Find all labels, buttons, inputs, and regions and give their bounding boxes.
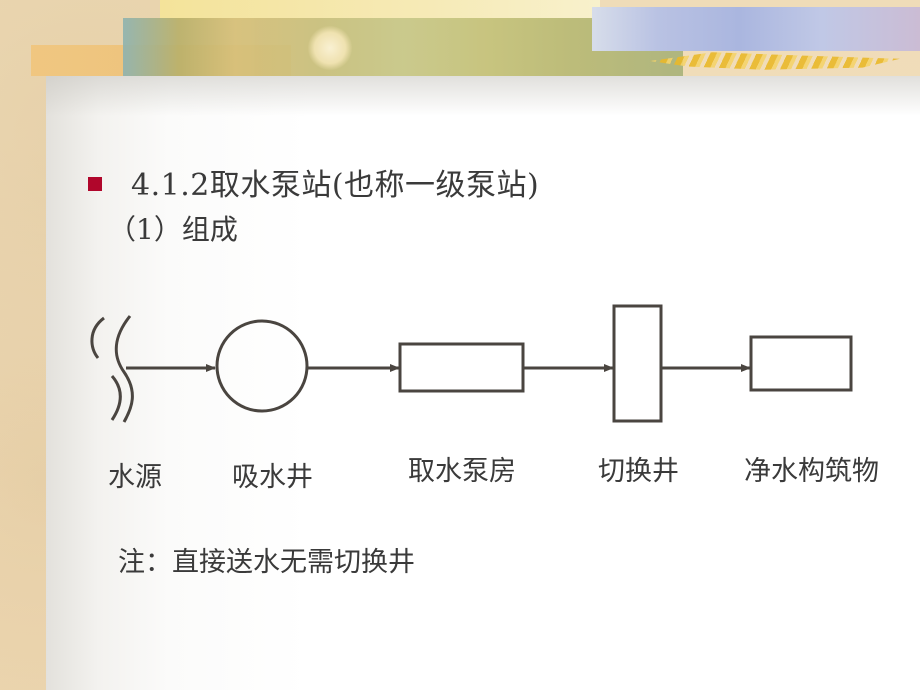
banner-yellow-strip (160, 0, 600, 20)
heading-row: 4.1.2取水泵站(也称一级泵站) (88, 160, 539, 204)
switch-well-node (612, 304, 663, 423)
water-source-icon (90, 315, 134, 423)
banner-leaf-strip (123, 18, 683, 77)
suction-well-node (215, 319, 309, 413)
water-treatment-node (749, 335, 853, 392)
slide-content-area (46, 76, 920, 690)
label-water-treatment: 净水构筑物 (744, 456, 879, 487)
label-intake-pump-house: 取水泵房 (408, 456, 516, 487)
banner-stone-strip (592, 7, 920, 51)
label-water-source: 水源 (108, 462, 162, 493)
slide-heading: 4.1.2取水泵站(也称一级泵站) (131, 168, 540, 203)
intake-pump-house-node (398, 342, 525, 393)
label-switch-well: 切换井 (598, 456, 679, 487)
slide-subheading: （1）组成 (108, 213, 238, 246)
square-bullet-icon (88, 177, 102, 191)
label-suction-well: 吸水井 (232, 462, 313, 493)
diagram-note: 注：直接送水无需切换井 (118, 547, 415, 578)
